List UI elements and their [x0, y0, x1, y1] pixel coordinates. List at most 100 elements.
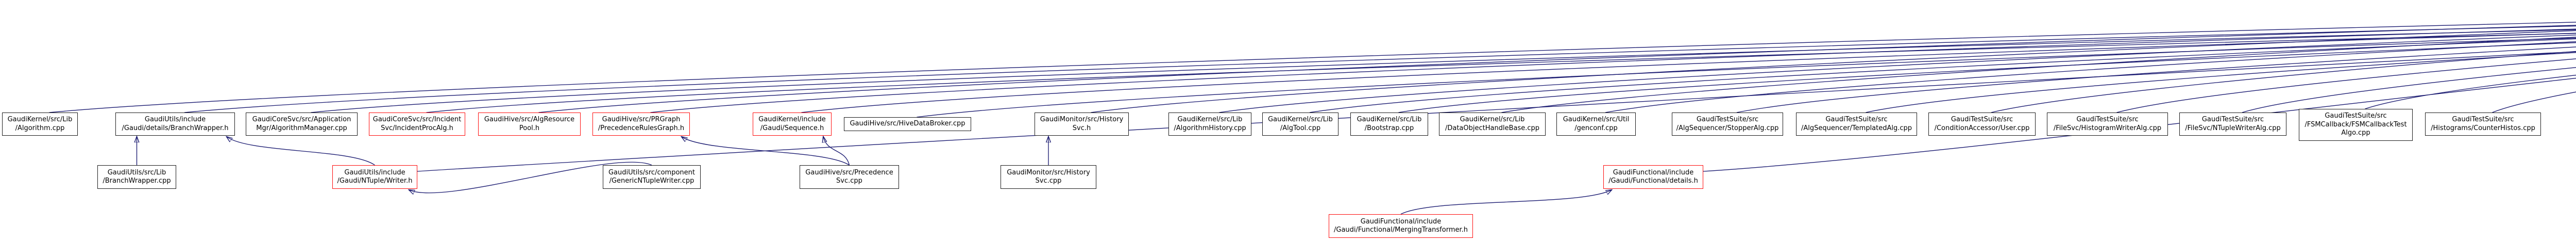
node-label-line: /Gaudi/Sequence.h [760, 124, 824, 132]
node-bootstrap[interactable]: GaudiKernel/src/Lib/Bootstrap.cpp [1350, 113, 1428, 136]
node-label-line: GaudiMonitor/src/History [1007, 168, 1090, 176]
node-label-line: GaudiTestSuite/src [1951, 116, 2013, 123]
edge-historysvc-h-to-irndmgensvc [1091, 30, 2576, 113]
node-label-line: GaudiTestSuite/src [2076, 116, 2139, 123]
node-genericntuplewriter[interactable]: GaudiUtils/src/component/GenericNTupleWr… [603, 165, 701, 189]
node-label-line: Svc.cpp [836, 177, 862, 185]
node-label-line: /Bootstrap.cpp [1364, 124, 1414, 132]
edge-bootstrap-to-irndmgensvc [1398, 42, 2576, 113]
node-label-line: /AlgSequencer/StopperAlg.cpp [1676, 124, 1779, 132]
node-algtool[interactable]: GaudiKernel/src/Lib/AlgTool.cpp [1262, 113, 1338, 136]
node-label-line: Mgr/AlgorithmManager.cpp [256, 124, 347, 132]
node-label-line: GaudiHive/src/Precedence [805, 168, 893, 176]
node-label-line: /Gaudi/Functional/details.h [1608, 177, 1698, 185]
node-label-line: GaudiHive/src/HiveDataBroker.cpp [850, 120, 965, 128]
node-label-line: /FileSvc/NTupleWriterAlg.cpp [2185, 124, 2281, 132]
edge-mergingtransformer-to-details-h [1400, 190, 1612, 215]
node-label-line: GaudiHive/src/PRGraph [602, 116, 681, 123]
node-label-line: GaudiTestSuite/src [2325, 112, 2387, 120]
node-writer-h[interactable]: GaudiUtils/include/Gaudi/NTuple/Writer.h [332, 165, 417, 189]
edge-fsmcallback-to-irndmgensvc [2365, 74, 2576, 109]
edge-branchwrapper-h-to-irndmgensvc [184, 25, 2576, 113]
node-label-line: GaudiUtils/src/Lib [107, 168, 166, 176]
edge-details-h-to-irndmgensvc [1703, 77, 2576, 172]
node-label-line: Svc/IncidentProcAlg.h [381, 124, 453, 132]
edge-histogramwriteralg-to-irndmgensvc [2116, 58, 2576, 113]
node-details-h[interactable]: GaudiFunctional/include/Gaudi/Functional… [1603, 165, 1703, 189]
node-label-line: /Histograms/CounterHistos.cpp [2431, 124, 2535, 132]
node-label-line: /Gaudi/NTuple/Writer.h [337, 177, 413, 185]
node-label-line: /Gaudi/details/BranchWrapper.h [122, 124, 229, 132]
node-label-line: Algo.cpp [2341, 129, 2370, 137]
node-label-line: GaudiFunctional/include [1613, 168, 1694, 176]
edge-sequence-h-to-irndmgensvc [801, 33, 2576, 113]
edge-ntuplewriteralg-to-irndmgensvc [2242, 67, 2576, 113]
node-algorithm-cpp[interactable]: GaudiKernel/src/Lib/Algorithm.cpp [2, 113, 78, 136]
node-label-line: /genconf.cpp [1574, 124, 1618, 132]
node-label-line: GaudiCoreSvc/src/Incident [372, 116, 462, 123]
node-label-line: /AlgSequencer/TemplatedAlg.cpp [1801, 124, 1912, 132]
edge-hivedatabroker-to-irndmgensvc [917, 38, 2576, 118]
node-label-line: /FSMCallback/FSMCallbackTest [2304, 120, 2407, 128]
node-label-line: GaudiUtils/include [144, 116, 206, 123]
node-label-line: /ConditionAccessor/User.cpp [1934, 124, 2030, 132]
node-label-line: /DataObjectHandleBase.cpp [1445, 124, 1540, 132]
node-label-line: GaudiTestSuite/src [1696, 116, 1759, 123]
edge-writer-h-to-irndmgensvc [417, 51, 2576, 172]
edge-incidentprocalg-to-irndmgensvc [426, 33, 2576, 113]
node-dataobjecthandlebase[interactable]: GaudiKernel/src/Lib/DataObjectHandleBase… [1439, 113, 1546, 136]
node-fsmcallback[interactable]: GaudiTestSuite/src/FSMCallback/FSMCallba… [2299, 109, 2413, 141]
node-stopperalg[interactable]: GaudiTestSuite/src/AlgSequencer/StopperA… [1672, 113, 1783, 136]
node-label-line: GaudiKernel/src/Lib [1177, 116, 1243, 123]
node-label-line: GaudiTestSuite/src [2201, 116, 2264, 123]
node-label-line: GaudiCoreSvc/src/Application [252, 116, 351, 123]
node-templatedalg[interactable]: GaudiTestSuite/src/AlgSequencer/Template… [1796, 113, 1917, 136]
node-genconf[interactable]: GaudiKernel/src/Util/genconf.cpp [1556, 113, 1636, 136]
node-ntuplewriteralg[interactable]: GaudiTestSuite/src/FileSvc/NTupleWriterA… [2179, 113, 2286, 136]
node-label-line: /FileSvc/HistogramWriterAlg.cpp [2053, 124, 2162, 132]
node-label-line: GaudiUtils/src/component [608, 168, 696, 176]
node-label-line: /Algorithm.cpp [15, 124, 65, 132]
node-user-cpp[interactable]: GaudiTestSuite/src/ConditionAccessor/Use… [1928, 113, 2036, 136]
node-label-line: GaudiFunctional/include [1360, 217, 1442, 226]
node-label-line: GaudiKernel/src/Lib [1357, 116, 1422, 123]
node-label-line: Pool.h [519, 124, 540, 132]
edge-counterhistos-to-irndmgensvc [2492, 91, 2576, 113]
edge-algorithm-cpp-to-irndmgensvc [49, 22, 2576, 113]
node-hivedatabroker[interactable]: GaudiHive/src/HiveDataBroker.cpp [844, 117, 971, 131]
node-branchwrapper-cpp[interactable]: GaudiUtils/src/Lib/BranchWrapper.cpp [97, 165, 176, 189]
node-prgraph[interactable]: GaudiHive/src/PRGraph/PrecedenceRulesGra… [592, 113, 690, 136]
node-algorithmhistory[interactable]: GaudiKernel/src/Lib/AlgorithmHistory.cpp [1168, 113, 1251, 136]
edge-dataobjecthandlebase-to-irndmgensvc [1501, 37, 2576, 113]
node-histogramwriteralg[interactable]: GaudiTestSuite/src/FileSvc/HistogramWrit… [2047, 113, 2168, 136]
node-label-line: GaudiKernel/src/Lib [1268, 116, 1333, 123]
edge-user-cpp-to-irndmgensvc [1991, 51, 2576, 113]
edge-prgraph-to-irndmgensvc [650, 28, 2576, 113]
node-label-line: GaudiKernel/include [758, 116, 826, 123]
node-sequence-h[interactable]: GaudiKernel/include/Gaudi/Sequence.h [753, 113, 832, 136]
node-counterhistos[interactable]: GaudiTestSuite/src/Histograms/CounterHis… [2425, 113, 2541, 136]
edge-stopperalg-to-irndmgensvc [1736, 46, 2576, 113]
node-mergingtransformer[interactable]: GaudiFunctional/include/Gaudi/Functional… [1329, 214, 1473, 238]
node-branchwrapper-h[interactable]: GaudiUtils/include/Gaudi/details/BranchW… [115, 113, 235, 136]
node-label-line: Svc.cpp [1035, 177, 1062, 185]
node-label-line: GaudiMonitor/src/History [1040, 116, 1124, 123]
node-label-line: GaudiKernel/src/Lib [1460, 116, 1525, 123]
node-label-line: GaudiTestSuite/src [1825, 116, 1888, 123]
edge-algresourcepool-to-irndmgensvc [538, 25, 2576, 113]
edge-algorithmhistory-to-irndmgensvc [1219, 35, 2576, 113]
node-label-line: /Gaudi/Functional/MergingTransformer.h [1333, 226, 1468, 234]
node-label-line: Svc.h [1072, 124, 1091, 132]
edge-genericntuplewriter-to-writer-h [409, 162, 652, 193]
edge-algtool-to-irndmgensvc [1309, 38, 2576, 113]
edge-writer-h-to-branchwrapper-h [227, 137, 375, 166]
node-label-line: /GenericNTupleWriter.cpp [609, 177, 694, 185]
edge-algorithmmanager-to-irndmgensvc [311, 29, 2576, 113]
